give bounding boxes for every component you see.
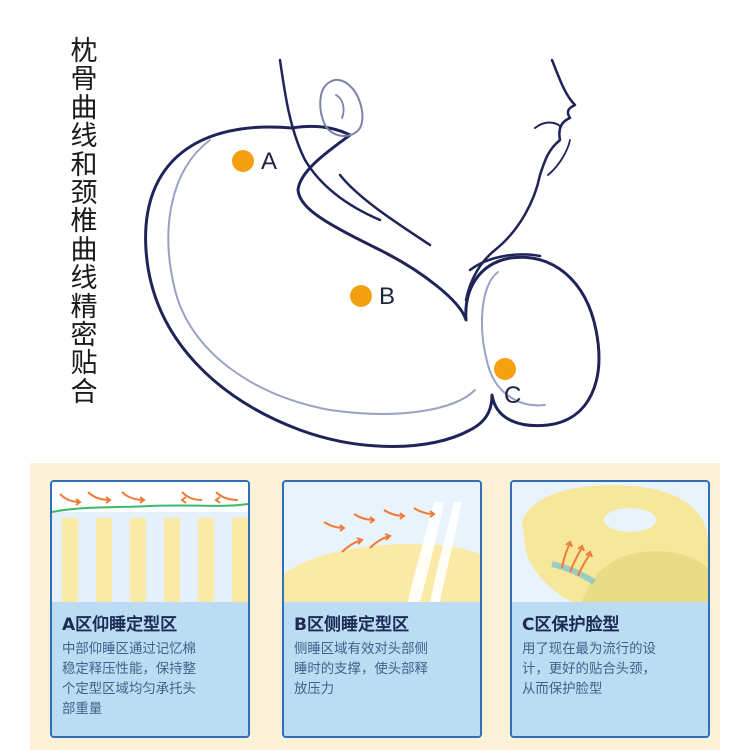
pillow-head-drawing [144,58,601,448]
zone-a-dot [232,150,254,172]
pillow-right-lobe [481,271,546,407]
ear-outline [319,78,364,137]
zone-a-label: A [261,148,278,175]
card-a-illustration [52,482,248,602]
feature-card-a: A区仰睡定型区 中部仰睡区通过记忆棉 稳定释压性能，保持整 个定型区域均匀承托头… [50,480,250,738]
feature-card-c: C区保护脸型 用了现在最为流行的设 计，更好的贴合头颈， 从而保护脸型 [510,480,710,738]
zone-c-label: C [504,382,522,409]
zone-b-label: B [379,283,396,310]
face-profile [464,58,577,302]
feature-card-b: B区侧睡定型区 侧睡区域有效对头部侧 睡时的支撑，使头部释 放压力 [282,480,482,738]
pillow-outline [144,124,601,448]
zone-c-dot [494,358,516,380]
card-b-description: 侧睡区域有效对头部侧 睡时的支撑，使头部释 放压力 [294,642,428,697]
card-c-illustration [512,482,708,602]
pillow-inner-rim [167,139,476,415]
card-a-title: A区仰睡定型区 [62,615,178,635]
card-c-title: C区保护脸型 [522,615,620,635]
zone-b-dot [350,285,372,307]
card-c-description: 用了现在最为流行的设 计，更好的贴合头颈， 从而保护脸型 [522,642,656,697]
card-b-illustration [284,482,480,602]
neck-line [338,173,432,247]
vertical-title: 枕 骨 曲 线 和 颈 椎 曲 线 精 密 贴 合 [70,36,98,408]
card-a-description: 中部仰睡区通过记忆棉 稳定释压性能，保持整 个定型区域均匀承托头 部重量 [62,642,196,717]
head-back-outline [278,58,382,222]
chin-line [468,253,542,272]
card-b-title: B区侧睡定型区 [294,615,409,635]
